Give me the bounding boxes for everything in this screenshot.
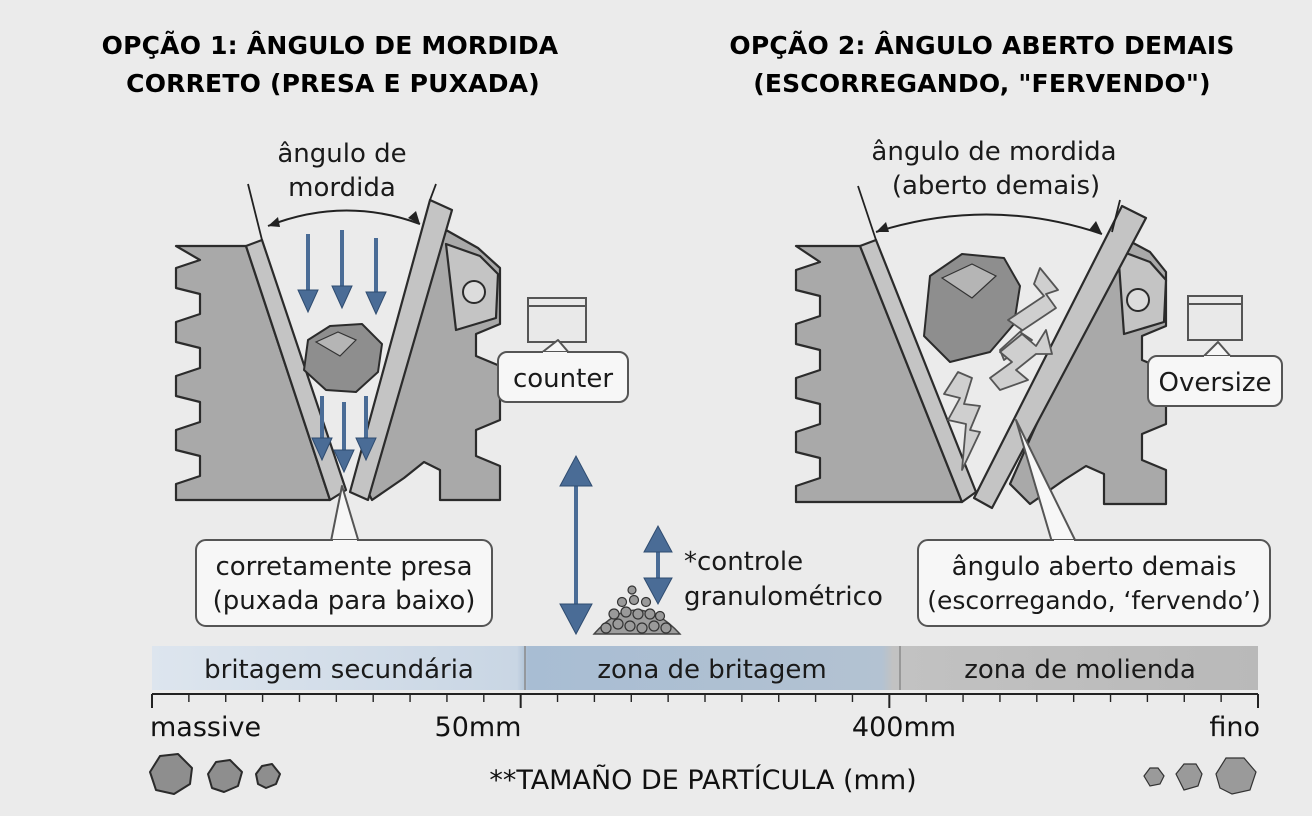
small-particle-icon bbox=[255, 763, 281, 789]
zone-label-secondary: britagem secundária bbox=[204, 655, 474, 685]
zone-label-milling: zona de molienda bbox=[964, 655, 1196, 685]
zone-band-fill bbox=[152, 646, 1258, 690]
option1-callout-line2: (puxada para baixo) bbox=[213, 586, 476, 616]
option1-swing-liner bbox=[348, 198, 454, 502]
option1-angle-arc bbox=[267, 209, 421, 227]
option2-title-line1: OPÇÃO 2: ÂNGULO ABERTO DEMAIS bbox=[729, 31, 1234, 60]
option2-angle-leg-left bbox=[857, 185, 877, 241]
option2-callout-line1: ângulo aberto demais bbox=[952, 552, 1237, 582]
option2-box-icon bbox=[1187, 295, 1243, 341]
control-label-line1: *controle bbox=[684, 547, 803, 577]
option1-angle-arrowhead-left bbox=[268, 217, 280, 227]
tick-label-400mm: 400mm bbox=[852, 712, 956, 743]
option2-callout: ângulo aberto demais (escorregando, ‘fer… bbox=[917, 419, 1271, 627]
option2-pivot-icon bbox=[1126, 288, 1150, 312]
option2-angle-leg-right bbox=[1111, 199, 1121, 233]
option2-bounce-arrow-mid bbox=[989, 329, 1053, 391]
fine-medium-particle-icon bbox=[1175, 763, 1203, 791]
option1-callout-line1: corretamente presa bbox=[215, 552, 472, 582]
zone-label-crushing: zona de britagem bbox=[597, 655, 826, 685]
option2-title-line2: (ESCORREGANDO, "FERVENDO") bbox=[753, 69, 1211, 98]
option2-callout-line2: (escorregando, ‘fervendo’) bbox=[927, 586, 1261, 615]
option1-angle-leg-left bbox=[247, 183, 263, 241]
option2-fixed-jaw bbox=[794, 244, 964, 504]
fine-large-particle-icon bbox=[1215, 757, 1257, 795]
option1-title-line1: OPÇÃO 1: ÂNGULO DE MORDIDA bbox=[102, 31, 559, 60]
size-pebbles-left bbox=[149, 753, 281, 795]
option1-pivot-icon bbox=[462, 280, 486, 304]
option1-angle-label-line1: ângulo de bbox=[277, 139, 406, 169]
tick-label-50mm: 50mm bbox=[435, 712, 522, 743]
option1-side-label: counter bbox=[513, 364, 613, 394]
axis-title: **TAMAÑO DE PARTÍCULA (mm) bbox=[489, 764, 916, 796]
tall-arrow-down-icon bbox=[559, 603, 593, 636]
tall-arrow-up-icon bbox=[559, 454, 593, 487]
zone-band: britagem secundária zona de britagem zon… bbox=[152, 646, 1258, 690]
option2-angle-label-line2: (aberto demais) bbox=[892, 171, 1100, 201]
short-arrow-down-icon bbox=[643, 577, 673, 606]
gravel-pile-icon bbox=[592, 585, 682, 635]
short-arrow-up-icon bbox=[643, 524, 673, 553]
control-label-line2: granulométrico bbox=[684, 582, 883, 612]
option2-side-label: Oversize bbox=[1159, 368, 1272, 398]
tick-label-fino: fino bbox=[1209, 712, 1260, 743]
tick-label-massive: massive bbox=[150, 712, 261, 743]
medium-particle-icon bbox=[207, 759, 243, 793]
option1-callout: corretamente presa (puxada para baixo) bbox=[195, 485, 493, 627]
option1-fixed-jaw bbox=[174, 244, 332, 502]
option1-title-line2: CORRETO (PRESA E PUXADA) bbox=[126, 69, 540, 98]
option2-rock-highlight bbox=[940, 263, 998, 299]
particle-size-axis bbox=[151, 693, 1259, 708]
size-pebbles-right bbox=[1143, 757, 1257, 795]
option1-rock-highlight bbox=[314, 331, 358, 357]
option1-feed-arrows bbox=[297, 230, 387, 474]
large-particle-icon bbox=[149, 753, 193, 795]
option2-side-box: Oversize bbox=[1147, 295, 1283, 407]
fine-small-particle-icon bbox=[1143, 767, 1165, 787]
option2-angle-arrowhead-right bbox=[1089, 221, 1102, 234]
option1-side-box: counter bbox=[497, 297, 629, 403]
option1-angle-label-line2: mordida bbox=[288, 173, 396, 203]
option2-angle-arc bbox=[875, 213, 1103, 235]
option1-angle-arrowhead-right bbox=[408, 211, 420, 224]
option1-angle-leg-right bbox=[429, 183, 437, 201]
option2-swing-liner bbox=[972, 204, 1148, 510]
option2-bounce-arrow-low bbox=[943, 371, 981, 471]
option2-crusher: ângulo de mordida (aberto demais) bbox=[794, 137, 1168, 510]
option1-crusher: ângulo de mordida bbox=[174, 139, 502, 502]
option2-bounce-arrow-top bbox=[999, 267, 1059, 361]
option2-angle-arrowhead-left bbox=[876, 222, 889, 232]
center-control: *controle granulométrico bbox=[559, 454, 883, 636]
option2-angle-label-line1: ângulo de mordida bbox=[871, 137, 1116, 167]
option1-box-icon bbox=[527, 297, 587, 343]
